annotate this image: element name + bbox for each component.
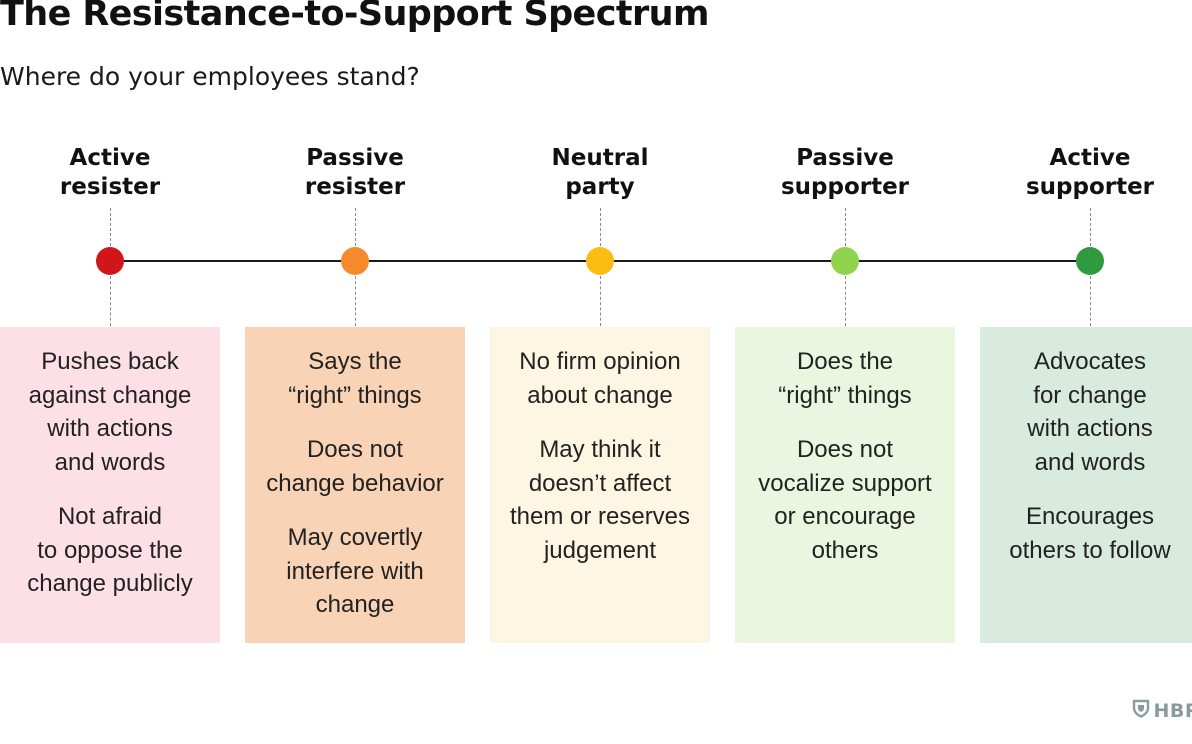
stage-description-line: or encourage: [774, 503, 916, 530]
dashed-connector: [845, 276, 846, 326]
dashed-connector: [600, 276, 601, 326]
stage-description: May covertly interfere with change: [245, 521, 465, 622]
stage-description-line: Does not: [796, 436, 894, 463]
stage-description-line: and words: [1034, 448, 1146, 476]
stage-label: Passive supporter: [735, 144, 955, 202]
dashed-connector: [355, 208, 356, 246]
stage-label-line: Neutral: [551, 145, 649, 171]
stage-description-line: doesn’t affect: [528, 469, 672, 497]
stage-label-line: party: [565, 174, 635, 200]
stage-description-line: to oppose the: [37, 536, 183, 564]
stage-description-line: Encourages: [1025, 503, 1155, 530]
stage-marker-dot: [1076, 247, 1104, 275]
stage-description-line: others to follow: [1009, 536, 1171, 564]
stage-label: Active resister: [0, 144, 220, 202]
diagram-title: The Resistance-to-Support Spectrum: [0, 0, 709, 34]
stage-label-line: supporter: [1025, 174, 1155, 200]
stage-label: Neutral party: [490, 144, 710, 202]
dashed-connector: [110, 208, 111, 246]
stage-description-line: No firm opinion: [519, 348, 681, 375]
stage-description-line: with actions: [1027, 415, 1153, 442]
stage-label-line: resister: [304, 174, 406, 200]
stage-description: Does the “right” things: [735, 345, 955, 412]
stage-label-line: supporter: [780, 174, 910, 200]
stage-label-line: Active: [1049, 145, 1131, 171]
stage-description: May think it doesn’t affect them or reserv…: [490, 433, 710, 567]
dashed-connector: [355, 276, 356, 326]
stage-description-line: and words: [54, 448, 166, 476]
stage-description-line: for change: [1033, 381, 1147, 409]
stage-description-card: Pushes back against change with actions and…: [0, 327, 220, 643]
stage-description-line: with actions: [47, 415, 173, 442]
stage-description: Does not vocalize support or encourage othe…: [735, 433, 955, 567]
dashed-connector: [600, 208, 601, 246]
stage-description-line: about change: [527, 381, 673, 409]
stage-label-line: Passive: [796, 145, 894, 171]
stage-description-line: others: [811, 536, 879, 564]
stage-description-line: them or reserves: [509, 503, 691, 530]
stage-label-line: resister: [59, 174, 161, 200]
stage-description: No firm opinion about change: [490, 345, 710, 412]
dashed-connector: [1090, 276, 1091, 326]
stage-description: Encourages others to follow: [980, 500, 1192, 567]
dashed-connector: [845, 208, 846, 246]
hbr-logo: HBR: [1132, 699, 1192, 723]
stage-description-line: Advocates: [1033, 348, 1147, 375]
stage-description-line: change behavior: [266, 469, 444, 497]
stage-description-line: Says the: [308, 348, 402, 375]
stage-marker-dot: [586, 247, 614, 275]
stage-marker-dot: [341, 247, 369, 275]
dashed-connector: [110, 276, 111, 326]
stage-description-line: judgement: [543, 536, 657, 564]
stage-description-line: vocalize support: [758, 469, 932, 497]
stage-marker-dot: [831, 247, 859, 275]
stage-label: Passive resister: [245, 144, 465, 202]
logo-text: HBR: [1153, 700, 1192, 722]
stage-description-line: Does the: [796, 348, 894, 375]
stage-description-line: against change: [28, 381, 192, 409]
stage-description-line: May covertly: [287, 524, 423, 551]
dashed-connector: [1090, 208, 1091, 246]
diagram-subtitle: Where do your employees stand?: [0, 62, 420, 91]
stage-description-line: Pushes back: [41, 348, 179, 375]
stage-description: Pushes back against change with actions and…: [0, 345, 220, 479]
stage-label-line: Active: [69, 145, 151, 171]
stage-label: Active supporter: [980, 144, 1192, 202]
stage-description-card: Advocates for change with actions and words…: [980, 327, 1192, 643]
stage-description: Says the “right” things: [245, 345, 465, 412]
stage-description-line: interfere with: [286, 557, 424, 585]
stage-description-line: Does not: [306, 436, 404, 463]
stage-description: Does not change behavior: [245, 433, 465, 500]
stage-description-line: Not afraid: [57, 503, 163, 530]
stage-description-line: “right” things: [778, 381, 912, 409]
shield-icon: [1132, 699, 1150, 723]
stage-description-line: “right” things: [288, 381, 422, 409]
stage-marker-dot: [96, 247, 124, 275]
stage-description: Not afraid to oppose the change publicly: [0, 500, 220, 601]
stage-description-line: change publicly: [27, 570, 193, 597]
stage-description-line: May think it: [539, 436, 661, 463]
stage-label-line: Passive: [306, 145, 404, 171]
stage-description-line: change: [315, 591, 395, 618]
stage-description: Advocates for change with actions and words: [980, 345, 1192, 479]
